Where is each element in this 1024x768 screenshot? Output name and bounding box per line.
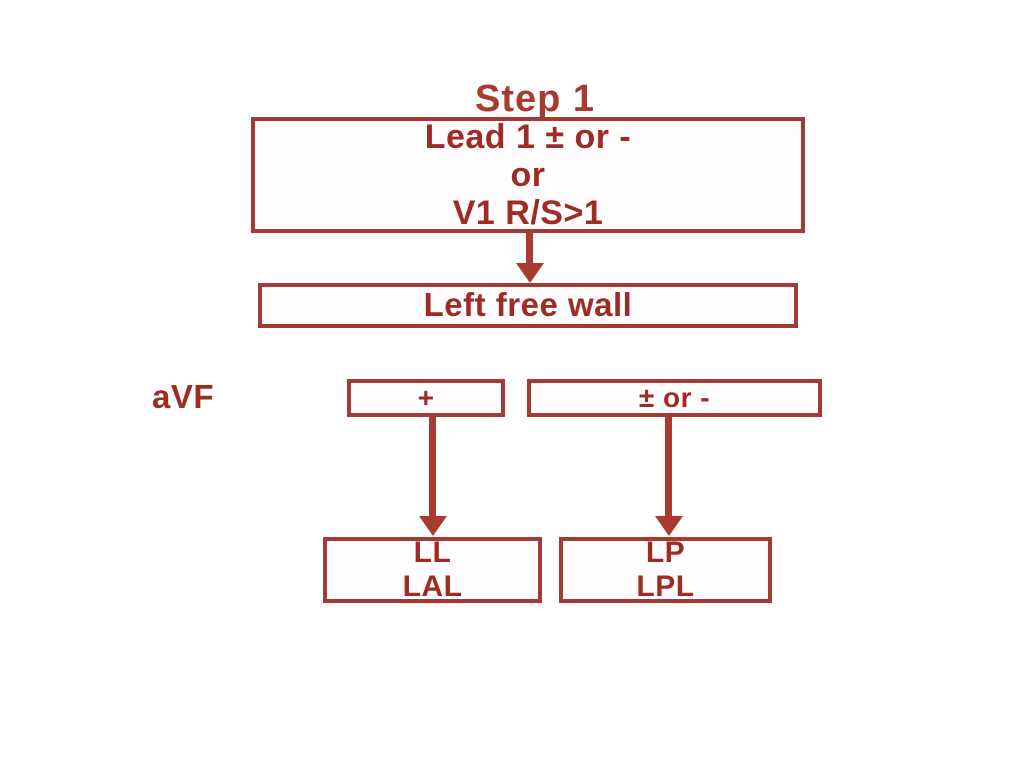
node-step1-criteria-line-2: or (510, 155, 546, 194)
node-avf-positive-line-1: + (417, 382, 435, 414)
node-avf-negative: ± or - (527, 379, 822, 417)
label-avf: aVF (152, 378, 215, 415)
arrow-avf-positive-to-ll-lal-head-icon (419, 516, 447, 536)
node-ll-lal-line-1: LL (413, 536, 452, 570)
arrow-avf-negative-to-lp-lpl-stem (665, 417, 672, 521)
node-lp-lpl-line-2: LPL (636, 570, 695, 603)
node-lp-lpl-line-1: LP (645, 536, 686, 570)
arrow-step1-to-left-free-wall-head-icon (516, 263, 544, 283)
node-step1-criteria: Lead 1 ± or - or V1 R/S>1 (251, 117, 805, 233)
node-ll-lal-line-2: LAL (402, 570, 463, 603)
node-avf-negative-line-1: ± or - (638, 382, 711, 414)
node-avf-positive: + (347, 379, 505, 417)
node-step1-criteria-line-3: V1 R/S>1 (452, 194, 604, 233)
node-lp-lpl: LP LPL (559, 536, 772, 603)
node-left-free-wall: Left free wall (258, 283, 798, 328)
node-step1-criteria-line-1: Lead 1 ± or - (424, 117, 632, 156)
node-ll-lal: LL LAL (323, 536, 542, 603)
page-title: Step 1 (474, 78, 596, 120)
arrow-avf-negative-to-lp-lpl-head-icon (655, 516, 683, 536)
arrow-step1-to-left-free-wall-stem (526, 233, 533, 267)
arrow-avf-positive-to-ll-lal-stem (429, 417, 436, 521)
node-left-free-wall-line-1: Left free wall (423, 286, 633, 324)
